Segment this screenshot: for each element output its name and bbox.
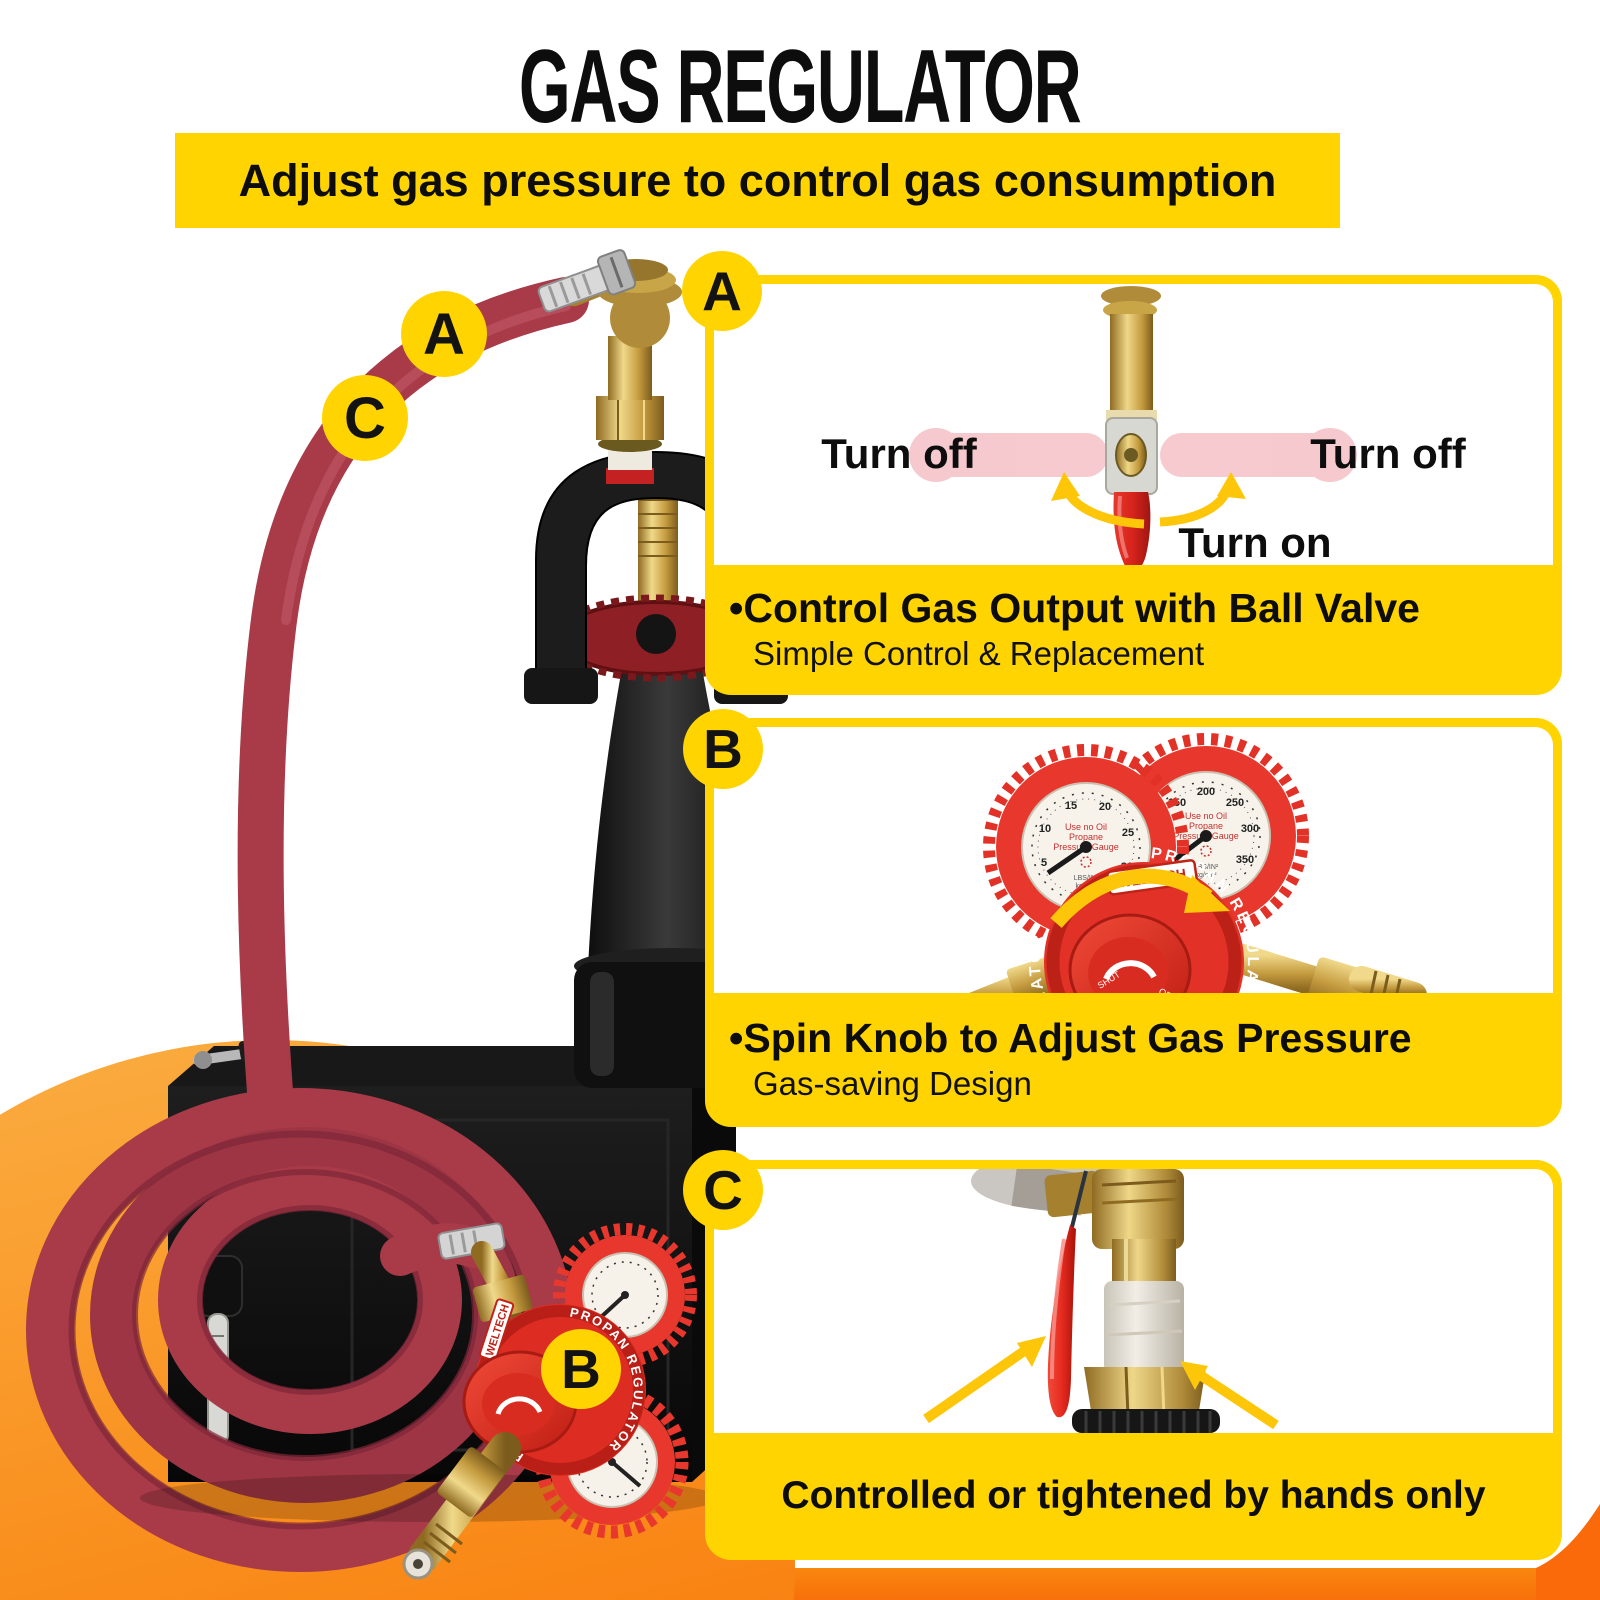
panel-b-caption: •Spin Knob to Adjust Gas Pressure Gas-sa… (705, 993, 1562, 1127)
product-badge-b: B (541, 1329, 621, 1409)
svg-text:LBS/IN²: LBS/IN² (1074, 875, 1099, 882)
product-photo: PROPAN REGULATOR REGULATOR WELTECH (0, 249, 795, 1600)
hose-clamp-top (537, 249, 637, 313)
panel-b-caption-bold: •Spin Knob to Adjust Gas Pressure (729, 1014, 1412, 1061)
svg-text:25: 25 (1122, 827, 1134, 839)
label-turn-off-left: Turn off (821, 430, 977, 477)
lever-cable (1070, 1170, 1088, 1228)
brass-hex-nut (596, 396, 664, 440)
brass-elbow (1092, 1169, 1184, 1249)
svg-text:20: 20 (1099, 801, 1111, 813)
valve-body (1110, 314, 1153, 414)
panel-c: Controlled or tightened by hands only (705, 1160, 1562, 1560)
svg-text:10: 10 (1039, 823, 1051, 835)
regulator-illustration: 50 100 150 200 250 300 350 Use no Oil Pr… (968, 733, 1427, 993)
ball-valve-illustration (909, 286, 1357, 565)
panel-b-caption-sub: Gas-saving Design (753, 1065, 1032, 1103)
red-lever (1047, 1225, 1076, 1418)
panel-a-image: Turn off Turn off Turn on (714, 284, 1553, 565)
subtitle-banner: Adjust gas pressure to control gas consu… (175, 133, 1340, 228)
bolt-head (1044, 1170, 1102, 1218)
ghost-handle-positions (909, 428, 1357, 482)
panel-a-caption-bold: •Control Gas Output with Ball Valve (729, 584, 1420, 631)
panel-c-image (714, 1169, 1553, 1433)
hex-nut (1084, 1367, 1206, 1417)
regulator-body: PROPAN REGULATOR REGULATOR WELTECH SHUT … (1027, 845, 1258, 993)
svg-text:kg/cm²: kg/cm² (1196, 872, 1218, 879)
svg-text:250: 250 (1226, 797, 1244, 809)
product-badge-a: A (401, 291, 487, 377)
svg-text:300: 300 (1241, 823, 1259, 835)
svg-text:5: 5 (1041, 857, 1047, 869)
page-title: GAS REGULATOR (519, 29, 1082, 145)
svg-text:Propane: Propane (1069, 832, 1103, 842)
ptfe-tape (608, 448, 652, 470)
orange-corner-wedge (1536, 1504, 1600, 1600)
panel-c-caption: Controlled or tightened by hands only (705, 1433, 1562, 1560)
panel-c-caption-bold: Controlled or tightened by hands only (781, 1474, 1486, 1518)
product-badge-c: C (322, 375, 408, 461)
svg-text:LBS/IN²: LBS/IN² (1194, 864, 1219, 871)
svg-text:350: 350 (1236, 854, 1254, 866)
pointer-arrows (923, 1342, 1279, 1430)
panel-a-caption-sub: Simple Control & Replacement (753, 635, 1205, 673)
panel-b-badge: B (683, 709, 763, 789)
svg-text:200: 200 (1197, 786, 1215, 798)
panel-c-badge: C (683, 1150, 763, 1230)
svg-text:Use no Oil: Use no Oil (1065, 822, 1107, 832)
panel-b: 50 100 150 200 250 300 350 Use no Oil Pr… (705, 718, 1562, 1127)
label-turn-off-right: Turn off (1310, 430, 1466, 477)
brass-pipe (1112, 1239, 1176, 1287)
red-band (606, 468, 654, 484)
svg-text:Use no Oil: Use no Oil (1185, 811, 1227, 821)
label-turn-on: Turn on (1178, 519, 1332, 565)
panel-a: Turn off Turn off Turn on •Control Gas O… (705, 275, 1562, 695)
svg-text:15: 15 (1065, 800, 1077, 812)
panel-b-image: 50 100 150 200 250 300 350 Use no Oil Pr… (714, 727, 1553, 993)
svg-text:Propane: Propane (1189, 821, 1223, 831)
knurled-connector (1072, 1409, 1220, 1433)
ptfe-tape-band (1104, 1281, 1184, 1373)
hand-tighten-illustration (923, 1169, 1279, 1433)
panel-a-badge: A (682, 251, 762, 331)
panel-a-caption: •Control Gas Output with Ball Valve Simp… (705, 565, 1562, 695)
